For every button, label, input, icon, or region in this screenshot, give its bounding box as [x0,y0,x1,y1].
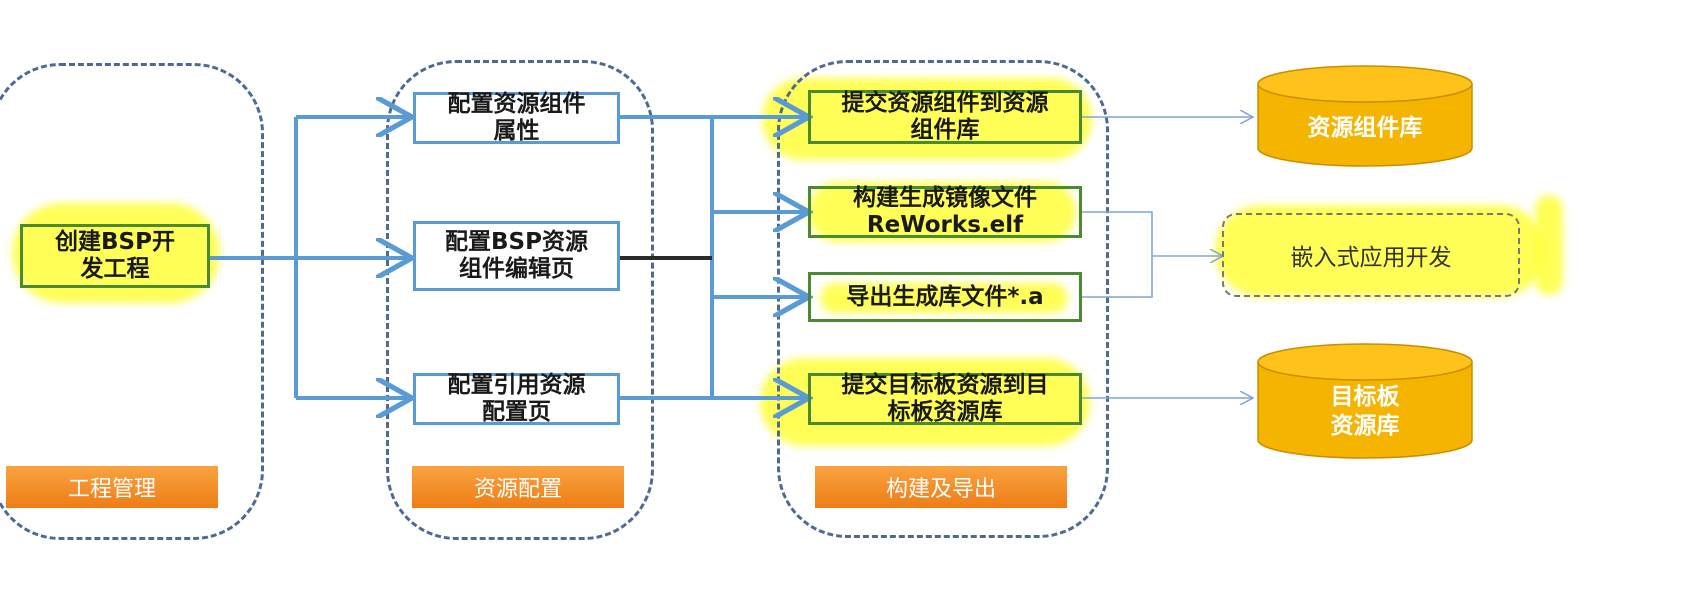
node-submit-component[interactable]: 提交资源组件到资源 组件库 [808,90,1082,144]
cylinder-board-lib [1257,343,1473,459]
highlight-embedded-dev [1215,205,1545,297]
highlight-export-lib [820,283,1068,313]
cylinder-board-lib-label: 目标板 资源库 [1330,384,1400,439]
cylinder-component-lib [1257,65,1473,167]
node-config-ref-page[interactable]: 配置引用资源 配置页 [413,372,620,425]
node-create-bsp[interactable]: 创建BSP开 发工程 [20,224,210,288]
node-embedded-dev[interactable]: 嵌入式应用开发 [1222,213,1520,297]
node-build-image[interactable]: 构建生成镜像文件 ReWorks.elf [808,185,1082,238]
label-build-export: 构建及导出 [815,466,1067,508]
node-submit-board[interactable]: 提交目标板资源到目 标板资源库 [808,372,1082,425]
node-export-lib[interactable]: 导出生成库文件*.a [808,272,1082,322]
highlight-edge-stroke [1535,195,1563,295]
highlight-submit-board [760,358,1090,446]
node-config-bsp-page[interactable]: 配置BSP资源 组件编辑页 [413,221,620,291]
cylinder-component-lib-label: 资源组件库 [1307,114,1423,141]
node-config-component-attr[interactable]: 配置资源组件 属性 [413,91,620,144]
highlight-build-image [808,182,1076,242]
group-resource-config [386,60,654,540]
line-build-image-out [1082,211,1153,298]
label-project-management: 工程管理 [6,466,218,508]
group-project-management [0,63,264,540]
label-resource-config: 资源配置 [412,466,624,508]
